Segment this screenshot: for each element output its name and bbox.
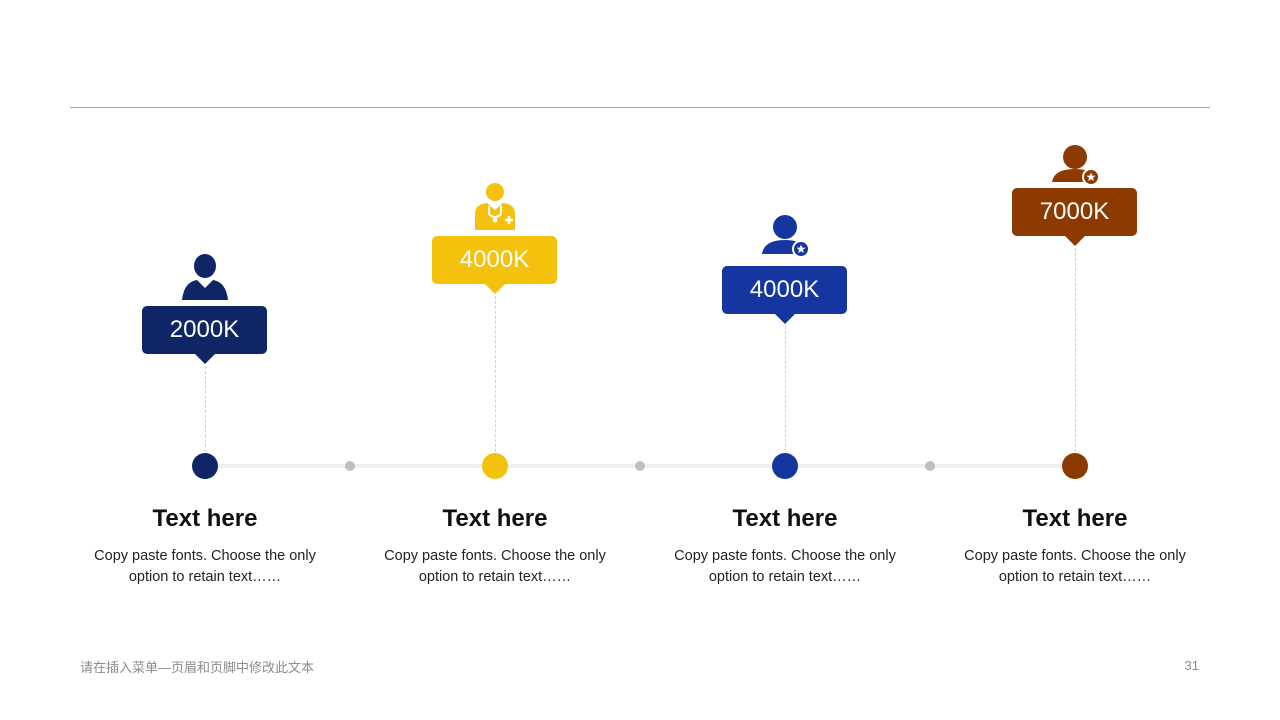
item-title: Text here [732,505,838,532]
milestone-dot [192,453,218,479]
connector-line [205,366,206,452]
doctor-icon [475,183,515,230]
value-bubble: 2000K [142,306,267,364]
connector-line [1075,248,1076,452]
value-label: 7000K [1039,198,1110,225]
timeline-connector-dot [345,461,355,471]
item-description: Copy paste fonts. Choose the only option… [384,548,606,585]
value-bubble: 7000K [1012,188,1137,246]
item-description: Copy paste fonts. Choose the only option… [674,548,896,585]
value-label: 4000K [749,276,820,303]
page-number: 31 [1184,658,1199,673]
user-star-icon [762,215,810,258]
item-title: Text here [1022,505,1128,532]
value-label: 2000K [169,316,240,343]
connector-line [785,326,786,452]
timeline-connector-dot [635,461,645,471]
user-star-icon [1052,145,1100,186]
milestone-dot [482,453,508,479]
value-bubble: 4000K [432,236,557,294]
item-title: Text here [152,505,258,532]
value-bubble: 4000K [722,266,847,324]
footer-text: 请在插入菜单—页眉和页脚中修改此文本 [80,660,315,675]
person-icon [182,254,228,300]
timeline-connector-dot [925,461,935,471]
milestone-dot [1062,453,1088,479]
item-title: Text here [442,505,548,532]
item-description: Copy paste fonts. Choose the only option… [964,548,1186,585]
value-label: 4000K [459,246,530,273]
connector-line [495,296,496,452]
item-description: Copy paste fonts. Choose the only option… [94,548,316,585]
milestone-dot [772,453,798,479]
header-divider [70,107,1210,108]
